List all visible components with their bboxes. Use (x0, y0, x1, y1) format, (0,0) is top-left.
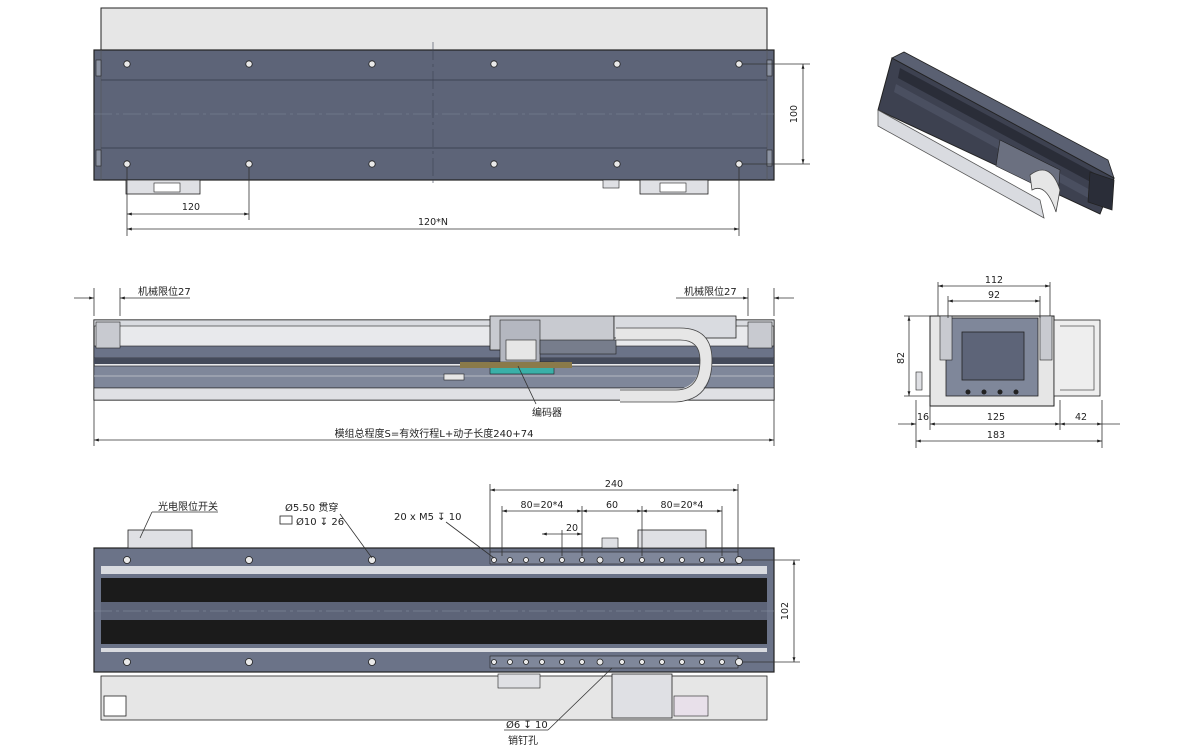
dim-112: 112 (985, 275, 1003, 286)
mech-limit-left-label: 机械限位27 (138, 285, 191, 298)
dim-125: 125 (987, 412, 1005, 423)
dim-20: 20 (566, 523, 578, 534)
photo-switch-left (127, 529, 193, 549)
mech-limit-right-label: 机械限位27 (684, 285, 737, 298)
dim-height-label: 100 (789, 105, 800, 123)
hole-spec-through: Ø5.50 贯穿 (285, 501, 338, 514)
side-view: 112 92 82 16 125 42 183 (896, 275, 1120, 448)
cable-carrier (616, 328, 713, 402)
dim-42: 42 (1075, 412, 1087, 423)
dim-16: 16 (917, 412, 929, 423)
isometric-view (877, 51, 1115, 219)
belt-lower (101, 620, 767, 644)
photo-switch-right (637, 529, 707, 549)
hole-spec-counterbore: Ø10 ↧ 26 (296, 516, 344, 528)
bottom-view-holes (123, 556, 743, 666)
top-view-cover (100, 7, 768, 53)
dim-pitch-label: 120 (182, 202, 200, 213)
belt-upper (101, 578, 767, 602)
dim-82: 82 (896, 352, 907, 364)
top-view-body (93, 49, 775, 181)
encoder-label: 编码器 (532, 406, 562, 419)
pin-hole-label: 销钉孔 (508, 734, 538, 747)
dim-80-left: 80=20*4 (521, 500, 564, 511)
dim-183: 183 (987, 430, 1005, 441)
front-view: 机械限位27 机械限位27 编码器 模组总程度S=有效行程L+动子长度240+7… (74, 285, 794, 446)
top-view: 100 120 120*N (93, 7, 810, 236)
pin-spec-label: Ø6 ↧ 10 (506, 719, 548, 731)
dim-60: 60 (606, 500, 618, 511)
total-length-note: 模组总程度S=有效行程L+动子长度240+74 (335, 427, 534, 440)
dim-92: 92 (988, 290, 1000, 301)
bottom-view: 光电限位开关 Ø5.50 贯穿 Ø10 ↧ 26 20 x M5 ↧ 10 24… (93, 479, 800, 747)
dim-total-label: 120*N (418, 217, 448, 228)
dim-102: 102 (780, 602, 791, 620)
dim-240: 240 (605, 479, 623, 490)
photo-switch-label: 光电限位开关 (158, 500, 218, 513)
top-view-mounting-holes (123, 60, 743, 168)
dim-80-right: 80=20*4 (661, 500, 704, 511)
tap-spec-label: 20 x M5 ↧ 10 (394, 512, 461, 523)
